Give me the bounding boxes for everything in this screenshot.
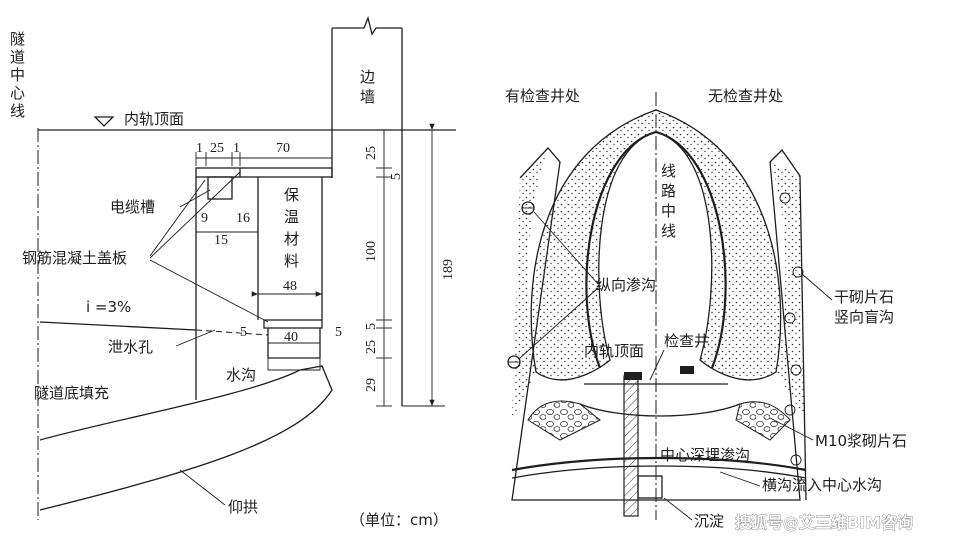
- cable-trough-label: 电缆槽: [110, 198, 155, 216]
- rc-cover-slab-label: 钢筋混凝土盖板: [22, 249, 127, 267]
- tunnel-bore: [585, 130, 727, 369]
- longitudinal-drain-label: 纵向渗沟: [596, 276, 656, 294]
- manhole-shaft: [623, 375, 639, 517]
- level-marker-icon: [93, 116, 115, 127]
- vertical-dimensions: 25 5 100 5 25 29 189: [364, 123, 456, 407]
- svg-text:189: 189: [441, 259, 456, 280]
- svg-text:材: 材: [284, 230, 299, 248]
- svg-text:保: 保: [284, 186, 299, 204]
- svg-text:边: 边: [360, 68, 375, 86]
- svg-text:9: 9: [201, 211, 208, 226]
- slope-label: i =3%: [86, 298, 131, 316]
- svg-text:心: 心: [10, 84, 25, 102]
- left-detail: 隧 道 中 心 线 内轨顶面 边 墙 电缆槽 保 温 材 料: [10, 15, 456, 529]
- rail-top-label: 内轨顶面: [124, 110, 184, 128]
- backfill-label: 隧道底填充: [34, 384, 109, 402]
- without-manhole-label: 无检查井处: [708, 87, 783, 105]
- svg-text:16: 16: [236, 211, 250, 226]
- rail-right: [680, 366, 694, 374]
- svg-text:100: 100: [364, 241, 379, 262]
- svg-text:墙: 墙: [360, 88, 375, 106]
- rubble-right: [735, 401, 791, 441]
- manhole-label: 检查井: [664, 332, 709, 350]
- drain-label: 水沟: [226, 366, 256, 384]
- invert-right: [511, 456, 807, 472]
- svg-text:线: 线: [10, 102, 25, 120]
- vertical-blind-drain-label: 竖向盲沟: [834, 308, 894, 326]
- svg-text:5: 5: [335, 325, 342, 340]
- invert-arch: [39, 365, 333, 511]
- tunnel-lining: [530, 109, 782, 381]
- vertical-blind-drains: [779, 192, 804, 466]
- svg-text:25: 25: [210, 141, 224, 156]
- rock-boundary: [511, 147, 807, 501]
- lower-cover-slab: [263, 319, 323, 329]
- sedimentation-chamber: [637, 475, 663, 499]
- weep-hole-label: 泄水孔: [108, 338, 153, 356]
- top-dimensions: 1 25 1 70: [195, 141, 333, 166]
- svg-text:1: 1: [233, 141, 240, 156]
- tunnel-centerline-label: 隧 道 中 心 线: [10, 30, 25, 120]
- center-deep-drain-label: 中心深埋渗沟: [660, 446, 750, 464]
- svg-text:29: 29: [364, 378, 379, 392]
- sedimentation-label: 沉淀: [694, 512, 724, 530]
- wall-break-line: [332, 15, 402, 36]
- with-manhole-label: 有检查井处: [505, 87, 580, 105]
- svg-text:70: 70: [276, 141, 290, 156]
- svg-text:25: 25: [364, 340, 379, 354]
- unit-label: （单位：cm）: [350, 511, 448, 529]
- trough-walls: [195, 177, 323, 400]
- transverse-drain-label: 横沟流入中心水沟: [762, 476, 882, 494]
- svg-text:线: 线: [661, 222, 676, 240]
- invert-label: 仰拱: [228, 498, 258, 516]
- svg-text:48: 48: [283, 279, 297, 294]
- m10-rubble-label: M10浆砌片石: [815, 432, 907, 450]
- svg-text:中: 中: [661, 202, 676, 220]
- svg-text:线: 线: [661, 162, 676, 180]
- right-section: 有检查井处 无检查井处 线 路 中 线 纵向渗沟 干砌片石: [505, 87, 913, 532]
- rubble-left: [527, 400, 601, 441]
- dry-rubble-label: 干砌片石: [834, 288, 894, 306]
- svg-text:路: 路: [661, 182, 676, 200]
- cable-trough: [207, 176, 233, 200]
- weep-hole: [195, 329, 269, 336]
- svg-text:5: 5: [240, 325, 247, 340]
- watermark: 搜狐号@艾三维BIM咨询: [735, 513, 913, 532]
- svg-text:5: 5: [389, 173, 404, 180]
- top-cover-slab: [195, 167, 333, 178]
- svg-text:中: 中: [10, 66, 25, 84]
- svg-text:15: 15: [214, 233, 228, 248]
- svg-text:40: 40: [284, 330, 298, 345]
- svg-text:25: 25: [364, 146, 379, 160]
- svg-text:5: 5: [364, 323, 379, 330]
- svg-text:道: 道: [10, 48, 25, 66]
- svg-text:温: 温: [284, 208, 299, 226]
- svg-text:隧: 隧: [10, 30, 25, 48]
- svg-text:料: 料: [284, 252, 299, 270]
- rail-top-label-right: 内轨顶面: [584, 342, 644, 360]
- svg-text:1: 1: [196, 141, 203, 156]
